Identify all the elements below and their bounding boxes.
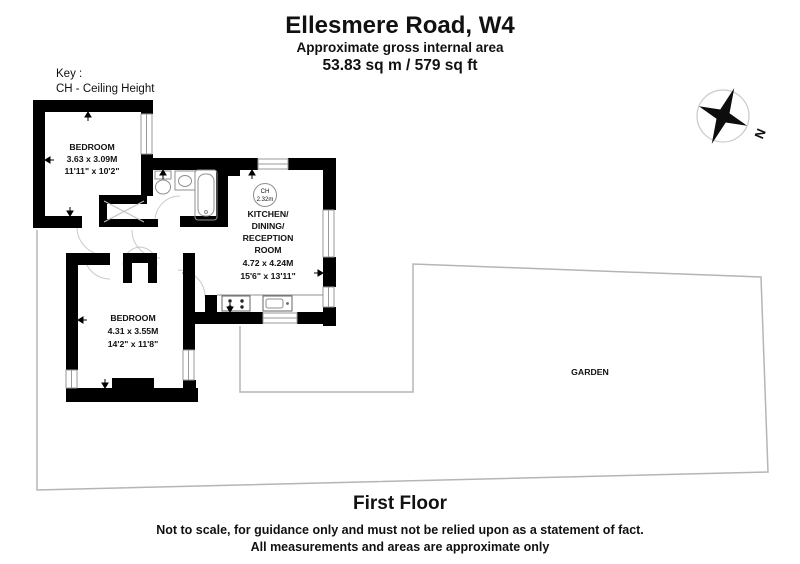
lobby-door-arc (177, 269, 206, 298)
kitchen-label: KITCHEN/ DINING/ RECEPTION ROOM 4.72 x 4… (240, 209, 295, 281)
bedroom2-imperial: 14'2" x 11'8" (108, 339, 159, 349)
bathroom-door-arc (154, 195, 181, 222)
ch-value: 2.32m (257, 197, 274, 203)
bedroom1-metric: 3.63 x 3.09M (67, 154, 118, 164)
bathtub-icon (194, 169, 218, 221)
kitchen-line1: KITCHEN/ (247, 209, 289, 219)
bedroom1-imperial: 11'11" x 10'2" (65, 166, 120, 176)
room-labels: BEDROOM 3.63 x 3.09M 11'11" x 10'2" KITC… (65, 142, 296, 349)
walls (33, 100, 336, 402)
dimension-pins (44, 111, 324, 389)
garden-label: GARDEN (571, 367, 609, 377)
key-legend: Key : CH - Ceiling Height (56, 68, 155, 95)
ceiling-height-badge: CH 2.32m (253, 183, 277, 207)
door-arc (76, 226, 106, 256)
disclaimer-line1: Not to scale, for guidance only and must… (156, 523, 644, 537)
kitchen-line2: DINING/ (252, 221, 285, 231)
key-ceiling-height: CH - Ceiling Height (56, 83, 155, 95)
bedroom1-label: BEDROOM 3.63 x 3.09M 11'11" x 10'2" (65, 142, 120, 176)
windows (65, 113, 335, 389)
page-subtitle: Approximate gross internal area (296, 40, 504, 55)
kitchen-sink-icon (262, 295, 293, 312)
compass-north-label: N (751, 127, 768, 142)
gross-area-value: 53.83 sq m / 579 sq ft (322, 57, 477, 74)
shower-icon (103, 200, 145, 223)
disclaimer-line2: All measurements and areas are approxima… (251, 540, 550, 554)
bedroom2-name: BEDROOM (110, 313, 155, 323)
bedroom2-metric: 4.31 x 3.55M (108, 326, 159, 336)
compass-star (698, 88, 748, 144)
page-title: Ellesmere Road, W4 (285, 12, 515, 39)
kitchen-line3: RECEPTION (243, 233, 294, 243)
garden-boundary (36, 230, 769, 491)
fixtures (103, 169, 323, 312)
kitchen-imperial: 15'6" x 13'11" (240, 271, 295, 281)
kitchen-line4: ROOM (254, 245, 281, 255)
key-label: Key : (56, 68, 82, 80)
floor-title: First Floor (353, 493, 448, 514)
bedroom2-label: BEDROOM 4.31 x 3.55M 14'2" x 11'8" (108, 313, 159, 349)
hob-icon (221, 295, 251, 312)
basin-icon (174, 170, 196, 191)
bedroom1-name: BEDROOM (69, 142, 114, 152)
footer: First Floor Not to scale, for guidance o… (156, 493, 644, 554)
kitchen-metric: 4.72 x 4.24M (243, 258, 294, 268)
ch-label: CH (261, 189, 270, 195)
compass-icon: N (696, 88, 769, 144)
header: Ellesmere Road, W4 Approximate gross int… (285, 12, 515, 74)
